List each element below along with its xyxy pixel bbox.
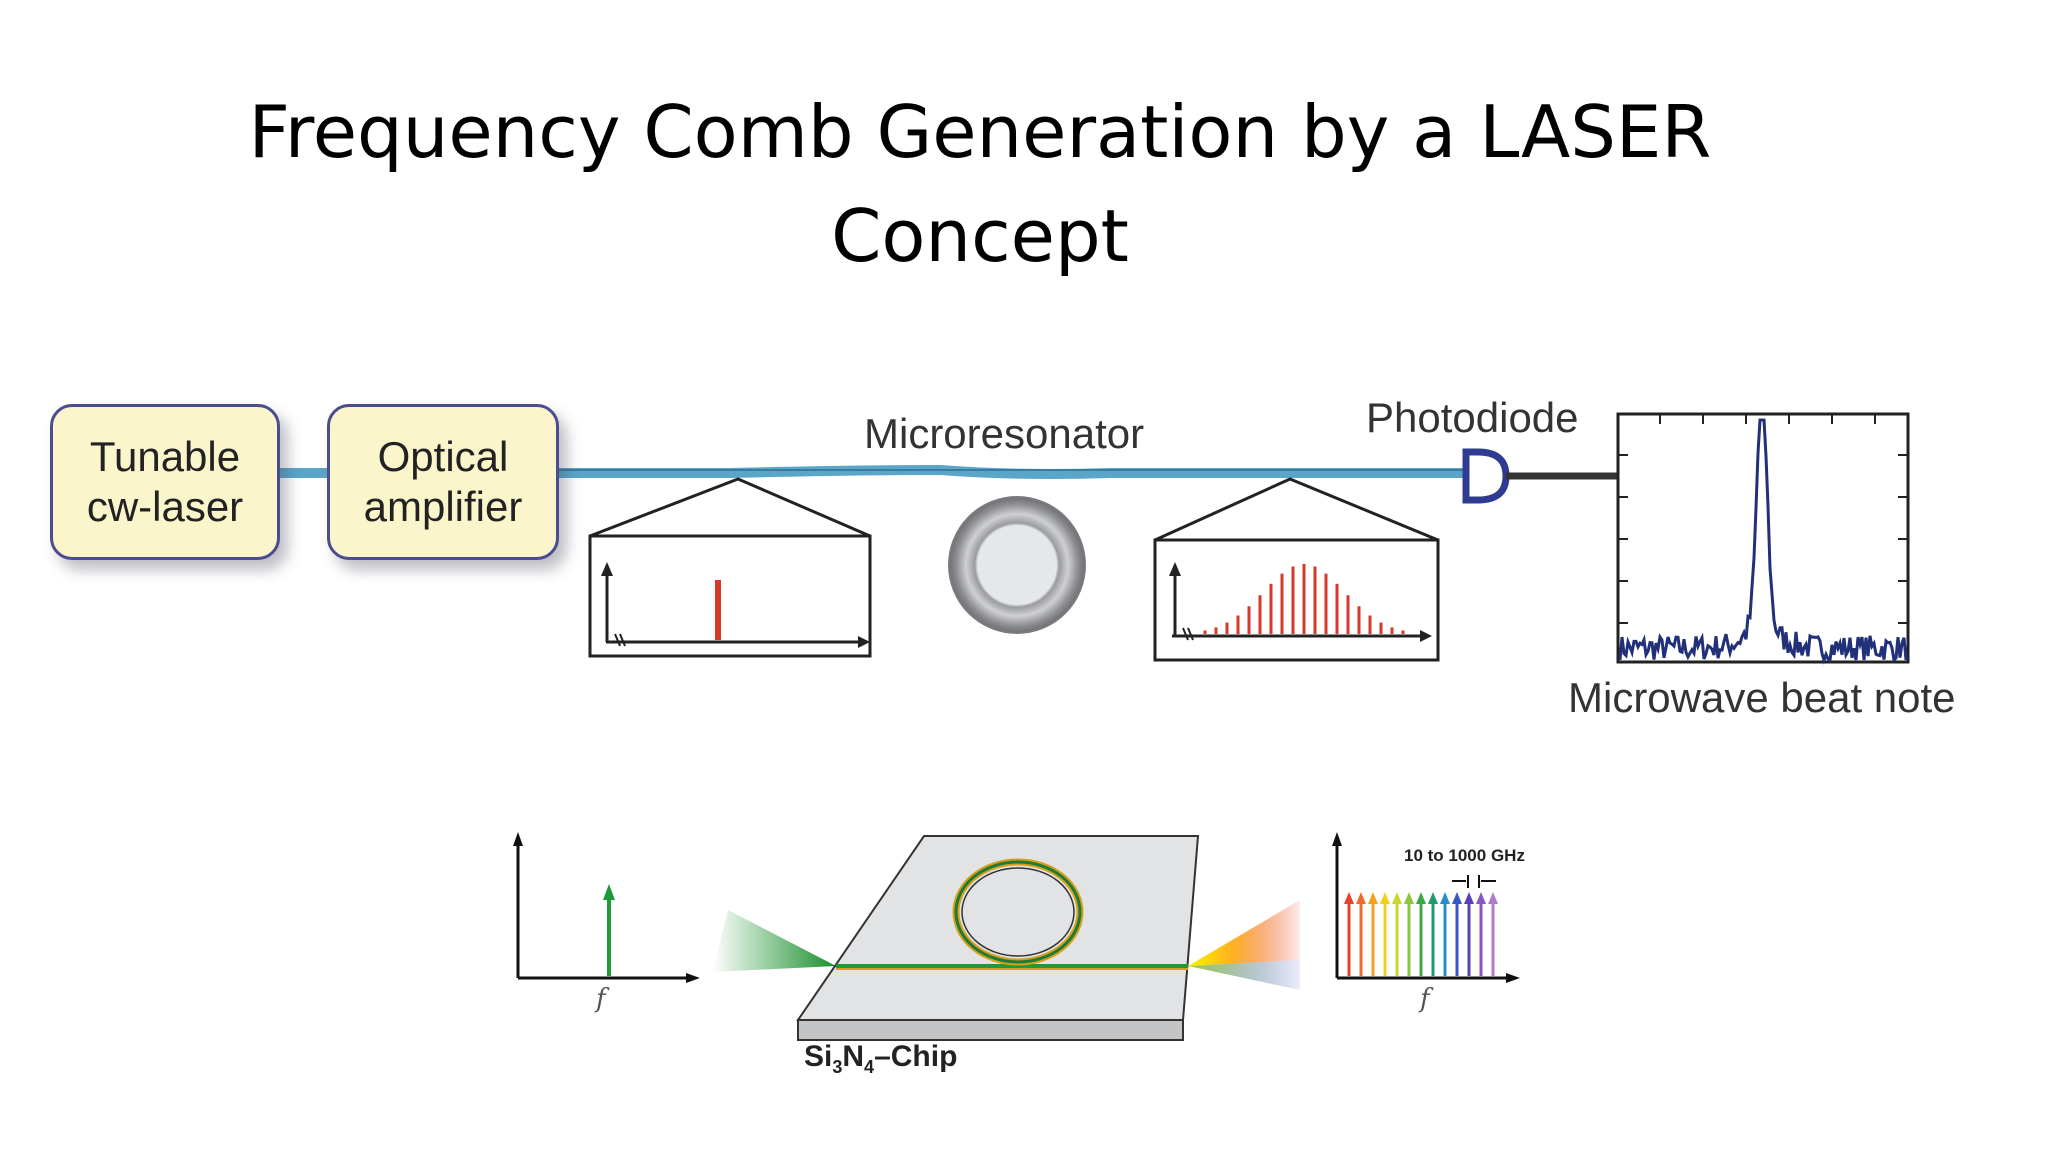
chip-sub-4: 4 — [864, 1057, 875, 1077]
amplifier-box-line-1: Optical — [377, 433, 509, 480]
output-spectrum-inset — [1153, 477, 1440, 662]
comb-spectrum-axes — [1332, 832, 1520, 983]
beat-note-plot — [1616, 412, 1910, 665]
comb-arrow-head — [1416, 892, 1426, 904]
laser-box-line-2: cw-laser — [86, 483, 244, 530]
left-axis-f-label: f — [596, 984, 606, 1014]
comb-arrow-head — [1404, 892, 1414, 904]
comb-arrow-head — [1380, 892, 1390, 904]
title-line-1: Frequency Comb Generation by a LASER — [248, 90, 1712, 174]
waveguide-fiber — [270, 464, 1470, 479]
microresonator-label: Microresonator — [864, 410, 1145, 457]
comb-spacing-label: 10 to 1000 GHz — [1404, 846, 1525, 865]
title-line-2: Concept — [831, 194, 1129, 278]
photodiode-symbol — [1462, 448, 1620, 504]
comb-arrow-head — [1344, 892, 1354, 904]
comb-arrow-head — [1440, 892, 1450, 904]
tunable-cw-laser-box: Tunable cw-laser — [50, 404, 280, 560]
chip-label-suffix: –Chip — [874, 1040, 958, 1073]
pump-spectrum-axes — [513, 832, 700, 983]
output-beam-warm — [1188, 900, 1300, 966]
optical-amplifier-box: Optical amplifier — [327, 404, 559, 560]
output-beam-cool — [1188, 960, 1300, 990]
beat-note-label: Microwave beat note — [1568, 674, 1956, 721]
comb-arrow-head — [1392, 892, 1402, 904]
chip-sub-3: 3 — [832, 1057, 843, 1077]
comb-arrow-head — [1356, 892, 1366, 904]
rainbow-comb-lines — [1344, 892, 1498, 976]
right-axis-f-label: f — [1420, 984, 1430, 1014]
comb-arrow-head — [1488, 892, 1498, 904]
chip-label-n: N — [842, 1040, 865, 1073]
input-spectrum-inset — [588, 477, 872, 658]
amplifier-box-line-2: amplifier — [363, 483, 523, 530]
chip-label-si: Si — [804, 1040, 833, 1073]
microresonator-ring — [948, 496, 1086, 634]
comb-arrow-head — [1428, 892, 1438, 904]
chip-label: Si3N4–Chip — [804, 1040, 957, 1078]
comb-arrow-head — [1476, 892, 1486, 904]
laser-box-line-1: Tunable — [89, 433, 241, 480]
beat-note-trace — [1618, 418, 1908, 665]
comb-lines — [1203, 564, 1405, 634]
photodiode-label: Photodiode — [1366, 394, 1579, 441]
comb-arrow-head — [1452, 892, 1462, 904]
comb-arrow-head — [1464, 892, 1474, 904]
input-beam — [712, 910, 836, 972]
si3n4-chip — [796, 835, 1200, 1041]
comb-arrow-head — [1368, 892, 1378, 904]
slide-title: Frequency Comb Generation by a LASER Con… — [0, 80, 1960, 288]
